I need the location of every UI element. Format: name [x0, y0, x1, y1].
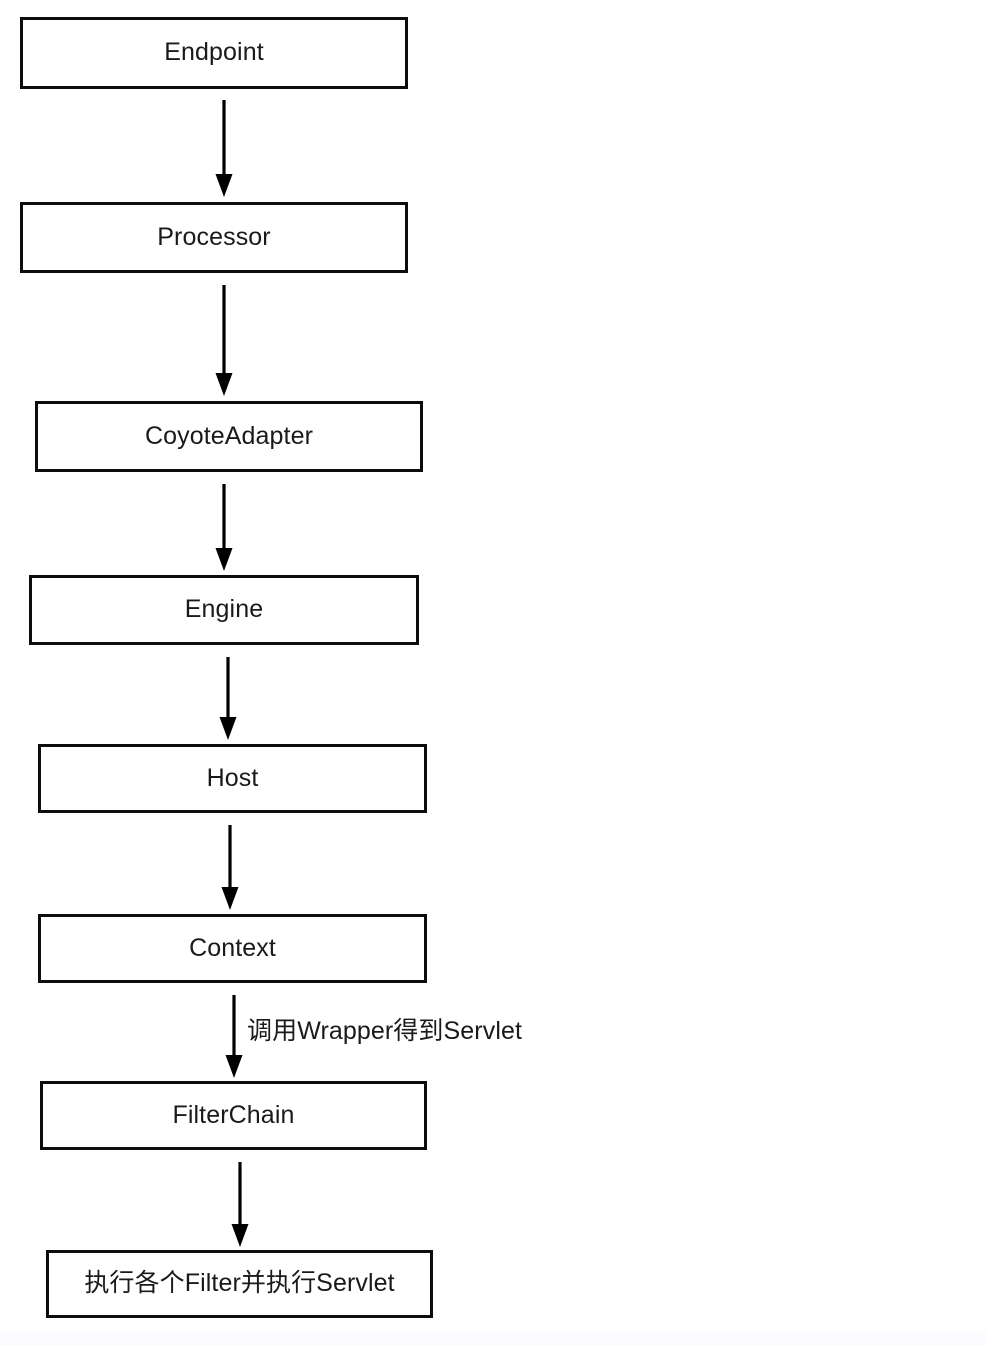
node-endpoint[interactable]: Endpoint: [20, 17, 408, 89]
node-processor[interactable]: Processor: [20, 202, 408, 273]
node-host-label: Host: [206, 763, 259, 792]
arrow-processor-to-coyoteadapter: [215, 285, 233, 396]
node-filterchain-label: FilterChain: [172, 1100, 295, 1129]
arrow-endpoint-to-processor: [215, 100, 233, 197]
edge-label-call-wrapper-get-servlet: 调用Wrapper得到Servlet: [247, 1017, 523, 1045]
node-engine-label: Engine: [184, 595, 264, 624]
node-coyoteadapter-label: CoyoteAdapter: [144, 421, 314, 450]
node-coyoteadapter[interactable]: CoyoteAdapter: [35, 401, 423, 472]
node-engine[interactable]: Engine: [29, 575, 419, 645]
node-context-label: Context: [189, 933, 276, 962]
arrow-filterchain-to-execute: [231, 1162, 249, 1247]
arrow-engine-to-host: [219, 657, 237, 740]
arrow-coyoteadapter-to-engine: [215, 484, 233, 571]
node-endpoint-label: Endpoint: [164, 38, 264, 67]
node-host[interactable]: Host: [38, 744, 427, 813]
node-filterchain[interactable]: FilterChain: [40, 1081, 427, 1150]
node-context[interactable]: Context: [38, 914, 427, 983]
node-execute-filters-servlet[interactable]: 执行各个Filter并执行Servlet: [46, 1250, 433, 1318]
bottom-strip: [0, 1332, 986, 1346]
node-processor-label: Processor: [157, 222, 271, 251]
arrow-host-to-context: [221, 825, 239, 910]
node-execute-filters-servlet-label: 执行各个Filter并执行Servlet: [84, 1269, 395, 1298]
